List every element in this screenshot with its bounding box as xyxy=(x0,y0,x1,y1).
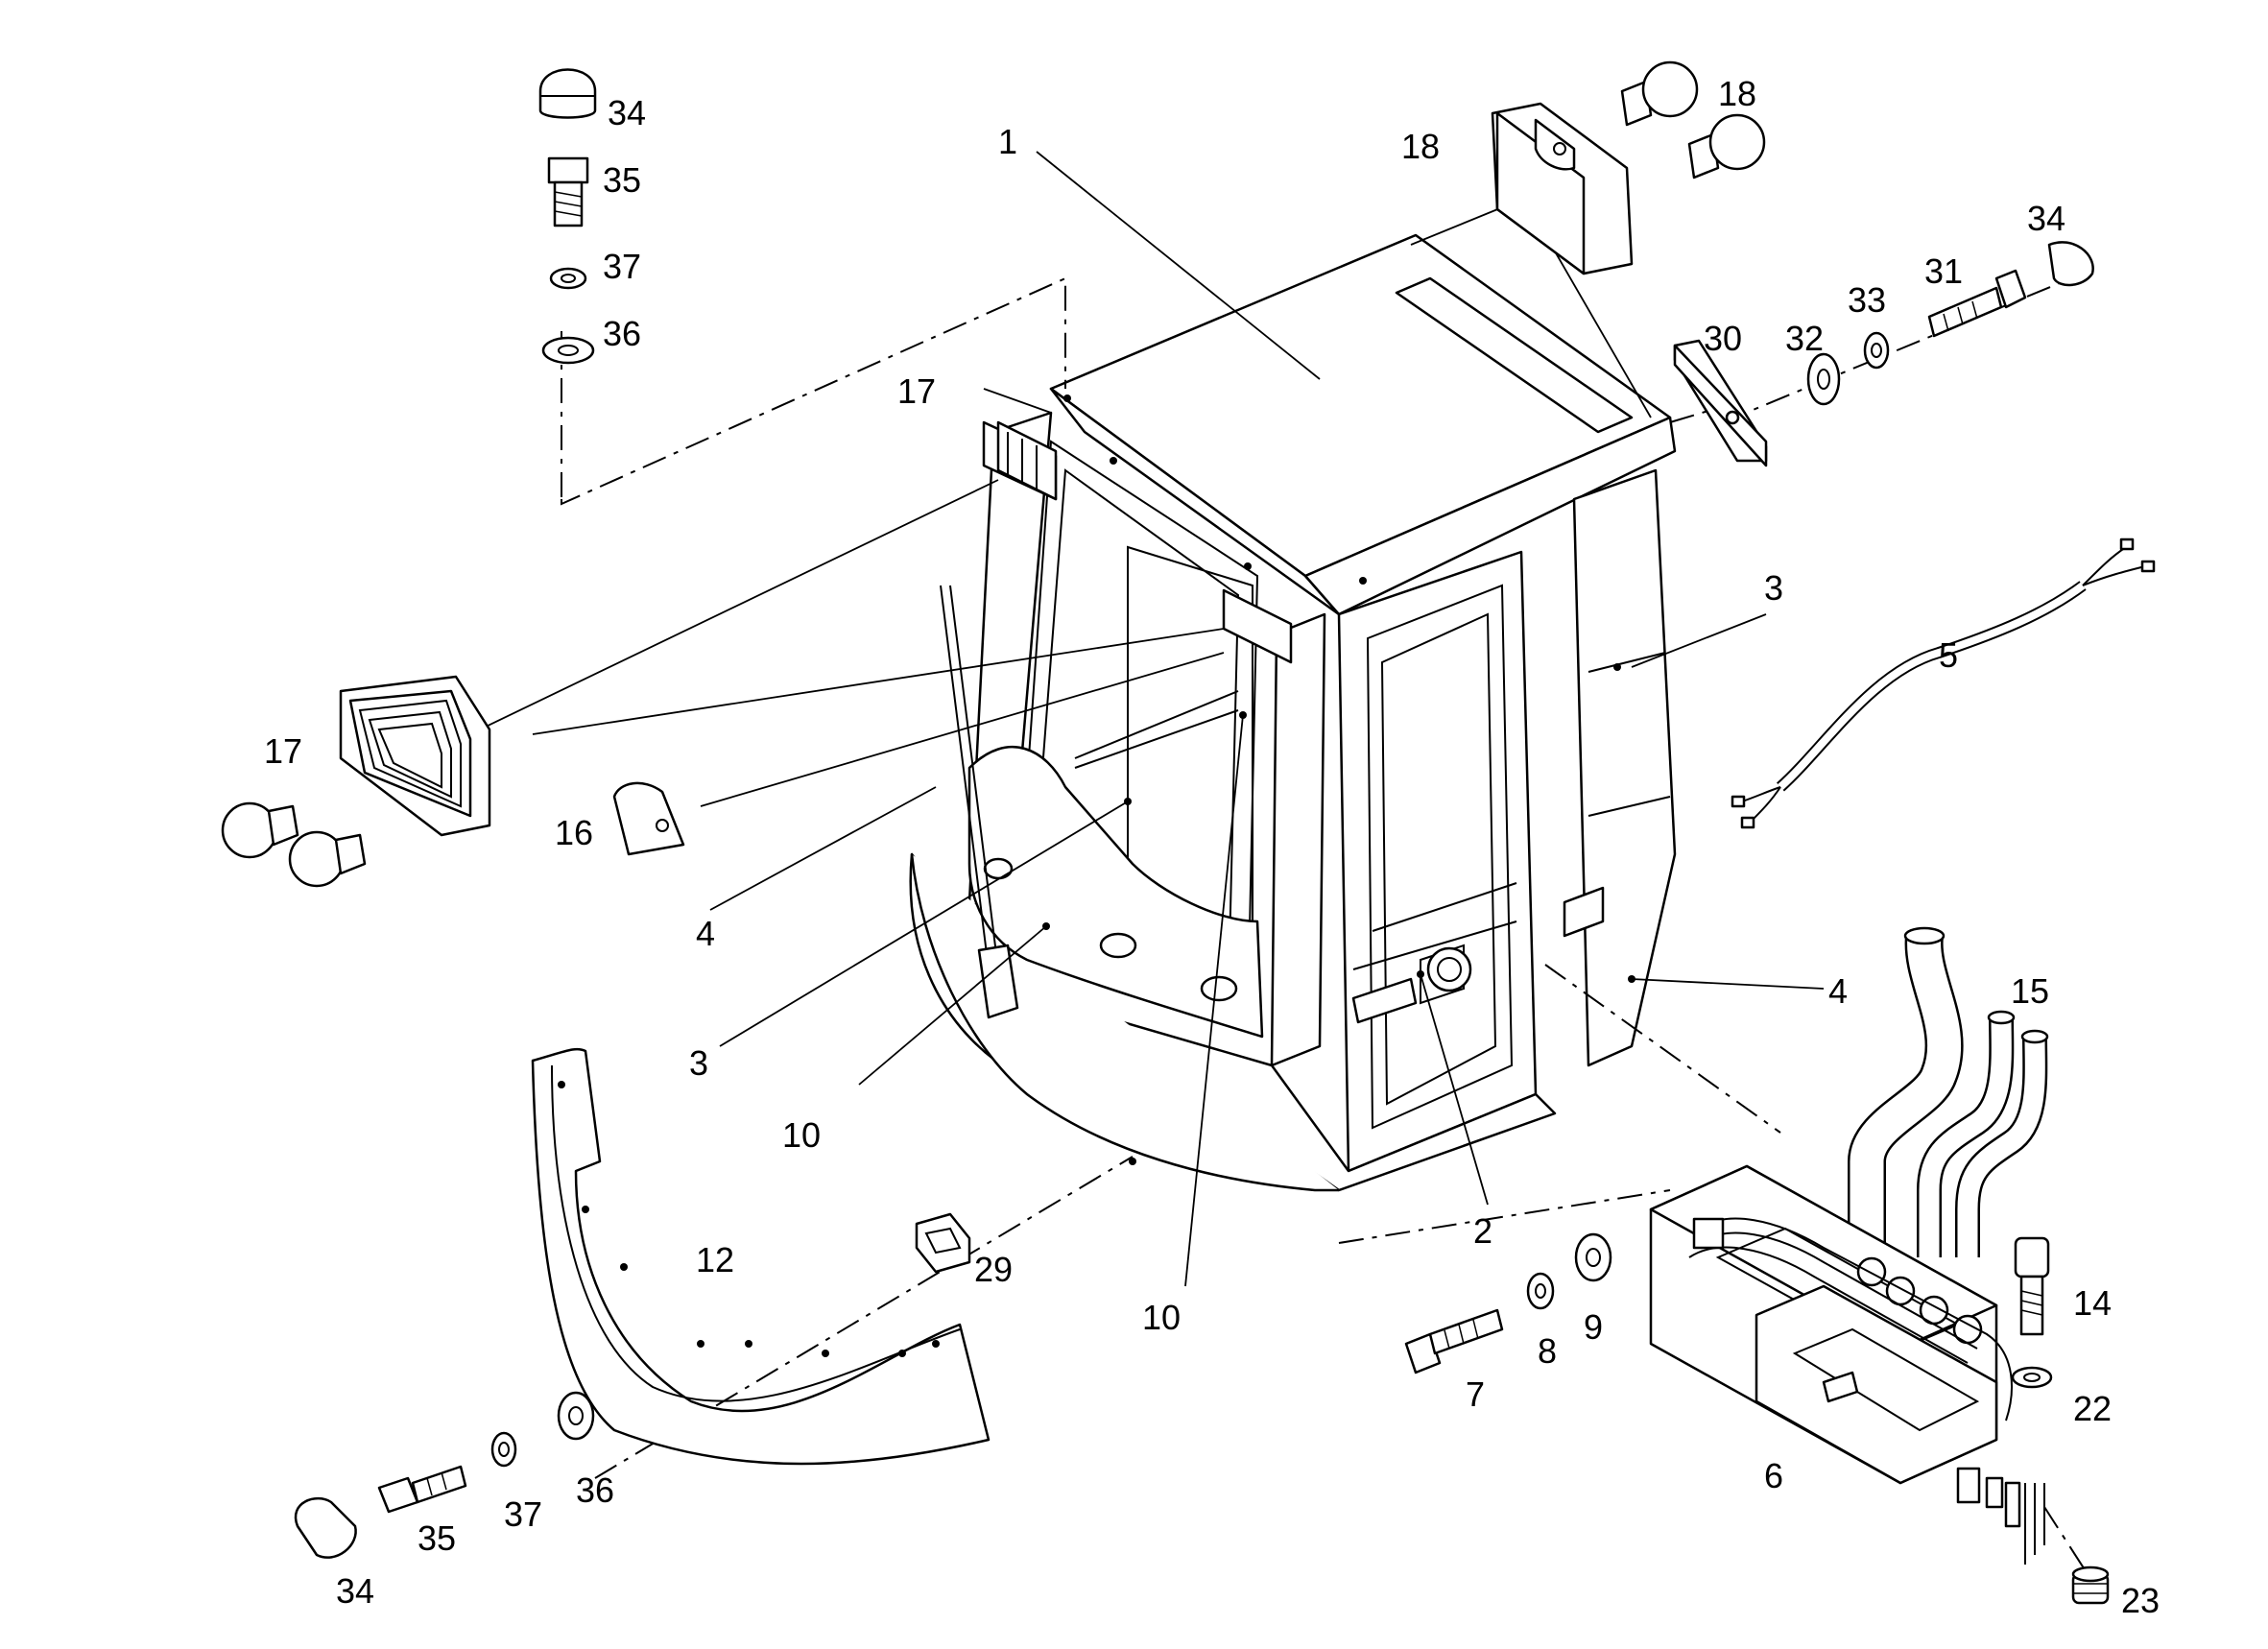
label-4-left: 4 xyxy=(696,914,715,953)
washer-36-bottom xyxy=(557,1391,595,1441)
hose-15-mid xyxy=(1917,1010,2016,1257)
label-3-left: 3 xyxy=(689,1043,708,1083)
label-36-bottom: 36 xyxy=(576,1470,614,1510)
label-34-right: 34 xyxy=(2027,199,2065,238)
washer-22 xyxy=(2011,1366,2053,1389)
label-33: 33 xyxy=(1848,280,1886,320)
harness-5 xyxy=(1731,538,2156,829)
label-14: 14 xyxy=(2073,1283,2112,1323)
label-5: 5 xyxy=(1939,635,1958,675)
label-16: 16 xyxy=(555,813,593,852)
valve-block-6 xyxy=(1649,1164,2045,1565)
label-35-bottom: 35 xyxy=(418,1518,456,1558)
bulb-17-right xyxy=(288,830,367,888)
bolt-35-bottom xyxy=(377,1465,467,1514)
label-30: 30 xyxy=(1704,319,1742,358)
callout-labels: 1 2 3 3 4 4 5 6 7 8 9 10 10 12 14 15 16 … xyxy=(264,74,2160,1620)
label-31: 31 xyxy=(1924,251,1963,291)
label-7: 7 xyxy=(1466,1374,1485,1414)
label-32: 32 xyxy=(1785,319,1824,358)
label-18-right: 18 xyxy=(1718,74,1756,113)
label-10-left: 10 xyxy=(782,1115,821,1155)
label-8: 8 xyxy=(1538,1331,1557,1371)
washer-8 xyxy=(1526,1272,1555,1310)
label-15: 15 xyxy=(2011,971,2049,1011)
label-29: 29 xyxy=(974,1250,1013,1289)
label-37-bottom: 37 xyxy=(504,1494,542,1534)
plate-30 xyxy=(1673,339,1768,467)
bolt-35-top xyxy=(547,156,589,227)
label-22: 22 xyxy=(2073,1389,2112,1428)
cap-34-right xyxy=(2047,241,2094,287)
label-34-top: 34 xyxy=(608,93,646,132)
bulb-18-lower xyxy=(1687,113,1766,179)
washer-33 xyxy=(1863,331,1890,370)
cap-34-top xyxy=(538,68,597,119)
label-3-right: 3 xyxy=(1764,568,1783,608)
hose-15-large xyxy=(1848,926,1964,1248)
label-23: 23 xyxy=(2121,1581,2160,1620)
clip-16 xyxy=(612,781,685,856)
washer-32 xyxy=(1806,352,1841,406)
washer-36-top xyxy=(541,336,595,365)
plug-23 xyxy=(2071,1565,2110,1605)
washer-37-bottom xyxy=(490,1431,517,1468)
label-17-top: 17 xyxy=(897,371,936,411)
lamp-18 xyxy=(1491,102,1634,275)
headlight-17 xyxy=(339,675,491,837)
label-10-center: 10 xyxy=(1142,1298,1181,1337)
label-1: 1 xyxy=(998,122,1017,161)
panel-12 xyxy=(531,1047,991,1466)
bolt-7 xyxy=(1404,1308,1504,1374)
label-2: 2 xyxy=(1473,1211,1492,1251)
label-17-left: 17 xyxy=(264,731,302,771)
washer-37-top xyxy=(549,267,587,290)
cab xyxy=(909,233,1677,1192)
cap-34-bottom xyxy=(294,1496,357,1559)
bulb-18-upper xyxy=(1620,60,1699,127)
label-6: 6 xyxy=(1764,1456,1783,1495)
bulb-17-left xyxy=(221,801,299,859)
label-4-right: 4 xyxy=(1828,971,1848,1011)
worklight-17-cab xyxy=(996,420,1058,501)
label-34-bottom: 34 xyxy=(336,1571,374,1611)
label-18-left: 18 xyxy=(1401,127,1440,166)
label-37-top: 37 xyxy=(603,247,641,286)
bolt-14 xyxy=(2014,1236,2050,1336)
label-9: 9 xyxy=(1584,1307,1603,1347)
bolt-31 xyxy=(1927,269,2027,338)
label-35-top: 35 xyxy=(603,160,641,200)
hose-15-small xyxy=(1955,1029,2049,1257)
washer-9 xyxy=(1574,1232,1612,1282)
label-36-top: 36 xyxy=(603,314,641,353)
clip-29 xyxy=(915,1212,971,1274)
label-12: 12 xyxy=(696,1240,734,1279)
